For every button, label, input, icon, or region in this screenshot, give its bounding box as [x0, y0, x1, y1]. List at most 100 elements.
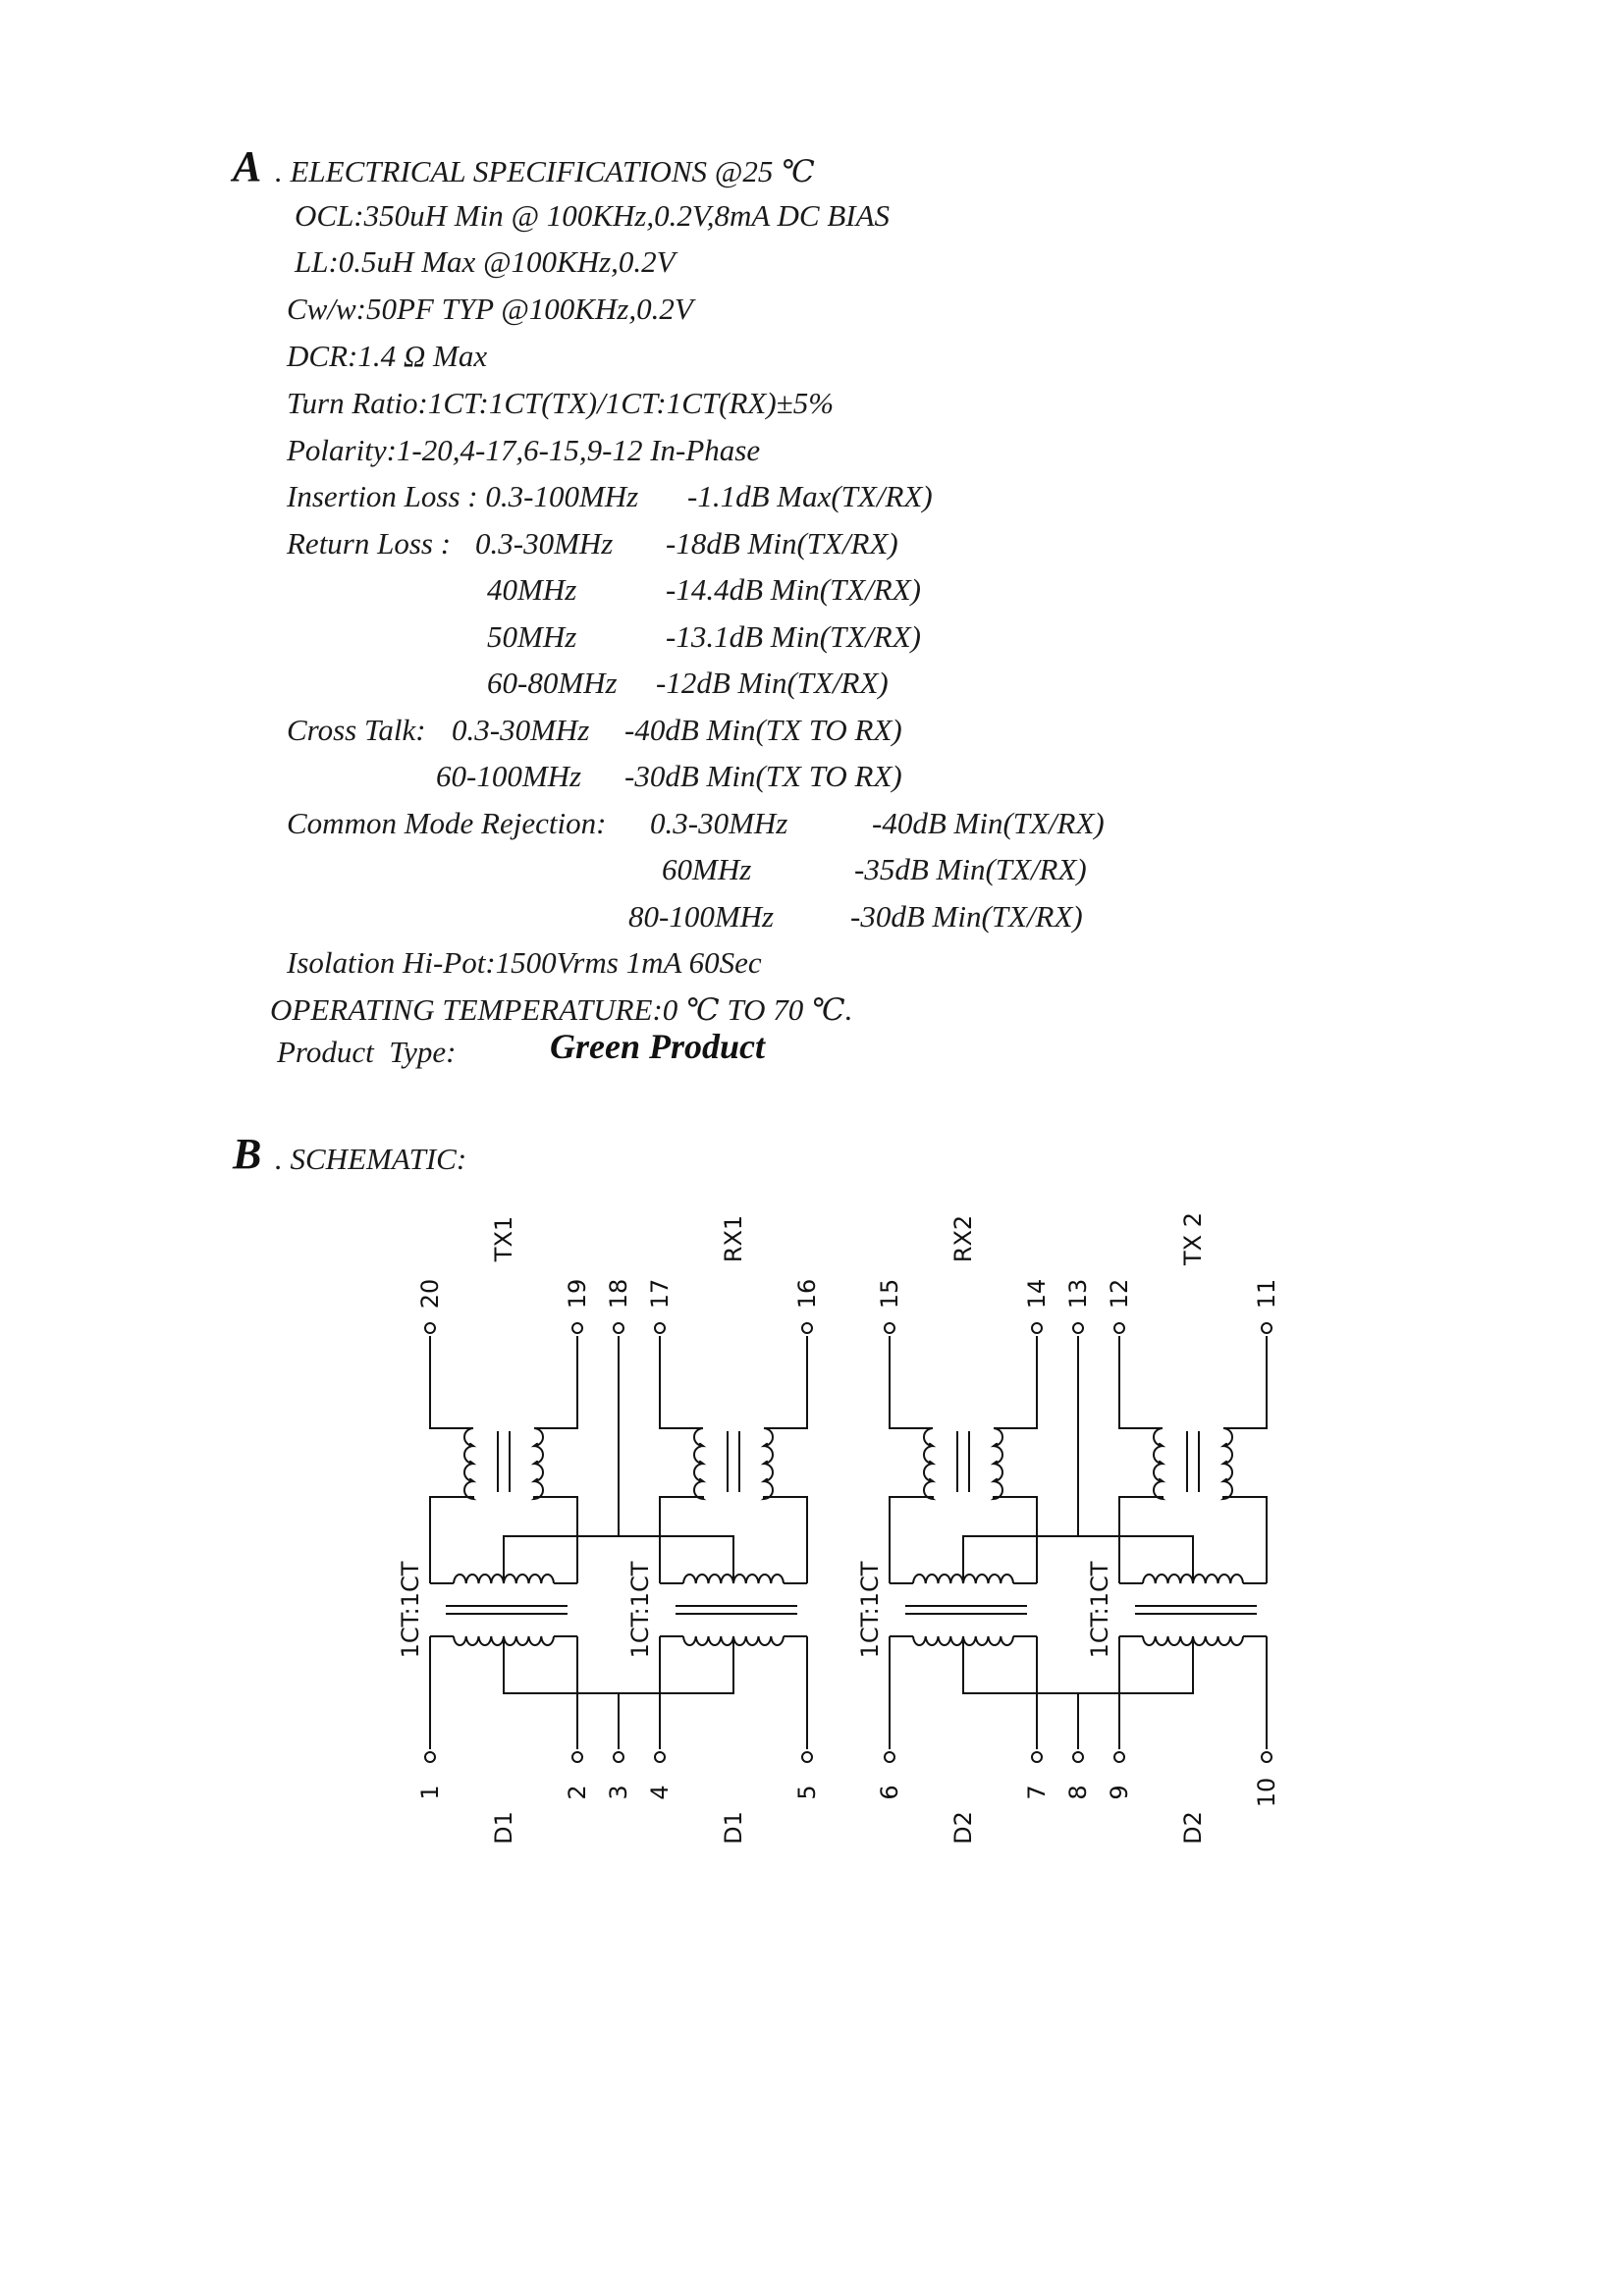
pin-terminal	[424, 1322, 436, 1334]
pin-terminal	[884, 1322, 895, 1334]
section-b-letter: B	[233, 1130, 262, 1178]
wire	[534, 1336, 578, 1429]
top-pin-number: 14	[1023, 1279, 1051, 1309]
pin-terminal	[884, 1751, 895, 1763]
pin-terminal	[1072, 1751, 1084, 1763]
bottom-pin-number: 6	[876, 1785, 903, 1799]
section-b-title: . SCHEMATIC:	[275, 1142, 467, 1176]
spec-return-loss-value: -14.4dB Min(TX/RX)	[666, 572, 922, 607]
spec-cross-talk-freq: 60-100MHz	[436, 759, 582, 793]
spec-product-type-label: Product Type:	[277, 1035, 457, 1069]
inductor-coil	[530, 1427, 544, 1501]
transformer-winding	[912, 1574, 1014, 1584]
pin-terminal	[1261, 1322, 1272, 1334]
bottom-pin-number: 1	[416, 1785, 444, 1799]
spec-cmr-value: -40dB Min(TX/RX)	[872, 806, 1105, 840]
spec-cross-talk-value: -30dB Min(TX TO RX)	[624, 759, 902, 793]
wire	[659, 1496, 704, 1583]
pin-terminal	[801, 1751, 813, 1763]
transformer-winding	[1142, 1635, 1244, 1646]
wire	[889, 1336, 933, 1429]
pin-terminal	[1031, 1751, 1043, 1763]
bottom-pin-number: 9	[1106, 1785, 1133, 1799]
pin-terminal	[654, 1751, 666, 1763]
inductor-coil	[923, 1427, 937, 1501]
wire	[1118, 1336, 1163, 1429]
channel-label: RX2	[949, 1215, 977, 1262]
inductor-coil	[463, 1427, 477, 1501]
spec-cmr-freq: 0.3-30MHz	[650, 806, 788, 840]
spec-return-loss-freq: 0.3-30MHz	[475, 526, 614, 561]
wire	[429, 1336, 473, 1429]
schematic-pins	[424, 1322, 1272, 1763]
spec-ocl: OCL:350uH Min @ 100KHz,0.2V,8mA DC BIAS	[295, 198, 891, 233]
bottom-pin-number: 10	[1253, 1778, 1280, 1808]
spec-cmr-freq: 60MHz	[662, 852, 752, 886]
wire	[533, 1496, 578, 1583]
spec-return-loss-label: Return Loss :	[287, 526, 452, 561]
spec-isolation: Isolation Hi-Pot:1500Vrms 1mA 60Sec	[287, 945, 762, 980]
top-pin-number: 16	[793, 1279, 821, 1309]
wire	[1223, 1336, 1268, 1429]
bottom-pin-number: 7	[1023, 1785, 1051, 1799]
pin-terminal	[571, 1322, 583, 1334]
inductor-coil	[990, 1427, 1003, 1501]
top-pin-number: 18	[605, 1279, 632, 1309]
pin-terminal	[1113, 1751, 1125, 1763]
wire	[889, 1496, 934, 1583]
channel-label: D1	[490, 1811, 517, 1844]
spec-cww: Cw/w:50PF TYP @100KHz,0.2V	[287, 292, 693, 326]
top-pin-number: 15	[876, 1279, 903, 1309]
channel-label: RX1	[720, 1215, 747, 1262]
transformer-winding	[453, 1635, 555, 1646]
channel-label: TX 2	[1179, 1212, 1207, 1266]
ratio-label: 1CT:1CT	[397, 1561, 424, 1658]
spec-cmr-value: -35dB Min(TX/RX)	[854, 852, 1087, 886]
pin-terminal	[654, 1322, 666, 1334]
channel-label: D1	[720, 1811, 747, 1844]
spec-return-loss-value: -18dB Min(TX/RX)	[666, 526, 898, 561]
spec-return-loss-value: -12dB Min(TX/RX)	[656, 666, 889, 700]
pin-terminal	[1072, 1322, 1084, 1334]
spec-operating-temp: OPERATING TEMPERATURE:0 ℃ TO 70 ℃.	[270, 992, 853, 1027]
schematic-wires	[429, 1336, 1268, 1749]
pin-terminal	[613, 1751, 624, 1763]
ratio-label: 1CT:1CT	[1086, 1561, 1113, 1658]
wire	[659, 1336, 703, 1429]
bottom-pin-number: 5	[793, 1785, 821, 1799]
top-pin-number: 20	[416, 1279, 444, 1309]
spec-dcr: DCR:1.4 Ω Max	[287, 339, 488, 373]
section-a-title: . ELECTRICAL SPECIFICATIONS @25 ℃	[275, 154, 815, 188]
pin-terminal	[424, 1751, 436, 1763]
ratio-label: 1CT:1CT	[626, 1561, 654, 1658]
top-pin-number: 11	[1253, 1279, 1280, 1309]
channel-label: TX1	[490, 1216, 517, 1262]
spec-cmr-label: Common Mode Rejection:	[287, 806, 607, 840]
spec-polarity: Polarity:1-20,4-17,6-15,9-12 In-Phase	[287, 433, 761, 467]
spec-return-loss-value: -13.1dB Min(TX/RX)	[666, 619, 922, 654]
wire	[994, 1336, 1038, 1429]
section-a-letter: A	[233, 142, 262, 190]
top-pin-number: 12	[1106, 1279, 1133, 1309]
spec-turn-ratio: Turn Ratio:1CT:1CT(TX)/1CT:1CT(RX)±5%	[287, 386, 835, 420]
spec-insertion-loss-label: Insertion Loss : 0.3-100MHz	[287, 479, 639, 513]
channel-label: D2	[1179, 1811, 1207, 1844]
wire	[1118, 1496, 1164, 1583]
wire	[764, 1336, 808, 1429]
channel-label: D2	[949, 1811, 977, 1844]
transformer-winding	[1142, 1574, 1244, 1584]
wire	[1222, 1496, 1268, 1583]
bottom-pin-number: 2	[564, 1785, 591, 1799]
inductor-coil	[760, 1427, 774, 1501]
bottom-pin-number: 3	[605, 1785, 632, 1799]
pin-terminal	[613, 1322, 624, 1334]
spec-return-loss-freq: 60-80MHz	[487, 666, 618, 700]
inductor-coil	[1153, 1427, 1166, 1501]
top-pin-number: 17	[646, 1279, 674, 1309]
spec-cmr-value: -30dB Min(TX/RX)	[850, 899, 1083, 934]
top-pin-number: 19	[564, 1279, 591, 1309]
pin-terminal	[571, 1751, 583, 1763]
